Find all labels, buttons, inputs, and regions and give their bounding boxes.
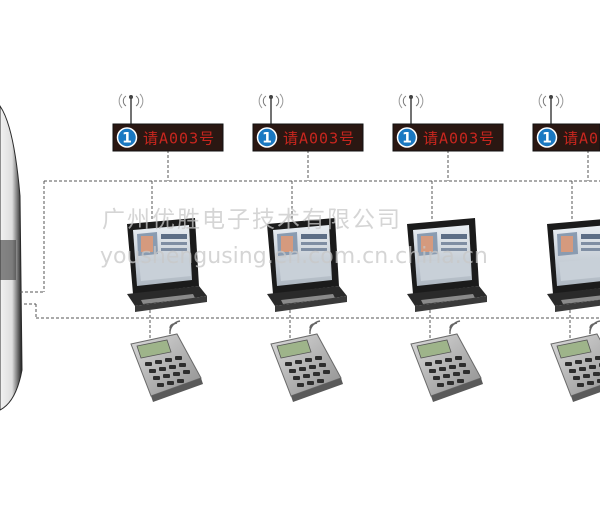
led-display-panel: 1 请A003号 <box>532 123 600 152</box>
led-display-text: 请A003号 <box>423 130 495 148</box>
network-connector-lines <box>20 150 600 342</box>
wireless-icon <box>449 320 461 335</box>
station-4: 1 请A003号 <box>532 93 600 403</box>
antenna-icon <box>398 93 424 125</box>
wireless-icon <box>309 320 321 335</box>
counter-number: 1 <box>542 131 552 147</box>
led-display-panel: 1 请A003号 <box>252 123 364 152</box>
watermark-url: youshengusing.en.com.cn.china.cn <box>100 244 488 269</box>
ticket-kiosk <box>0 105 23 411</box>
led-display-text: 请A003号 <box>283 130 355 148</box>
counter-number: 1 <box>262 131 272 147</box>
station-2: 1 请A003号 <box>252 93 364 403</box>
antenna-icon <box>538 93 564 125</box>
led-display-panel: 1 请A003号 <box>392 123 504 152</box>
evaluation-terminal <box>547 218 600 312</box>
wireless-icon <box>169 320 181 335</box>
station-3: 1 请A003号 <box>392 93 504 403</box>
led-display-panel: 1 请A003号 <box>112 123 224 152</box>
caller-keypad <box>270 333 344 403</box>
caller-keypad <box>130 333 204 403</box>
caller-keypad <box>550 333 600 403</box>
counter-number: 1 <box>122 131 132 147</box>
antenna-icon <box>118 93 144 125</box>
led-display-text: 请A003号 <box>143 130 215 148</box>
wireless-icon <box>589 320 600 335</box>
station-1: 1 请A003号 <box>112 93 224 403</box>
watermark-company: 广州优胜电子技术有限公司 <box>102 207 402 233</box>
caller-keypad <box>410 333 484 403</box>
led-display-text: 请A003号 <box>563 130 600 148</box>
counter-number: 1 <box>402 131 412 147</box>
antenna-icon <box>258 93 284 125</box>
